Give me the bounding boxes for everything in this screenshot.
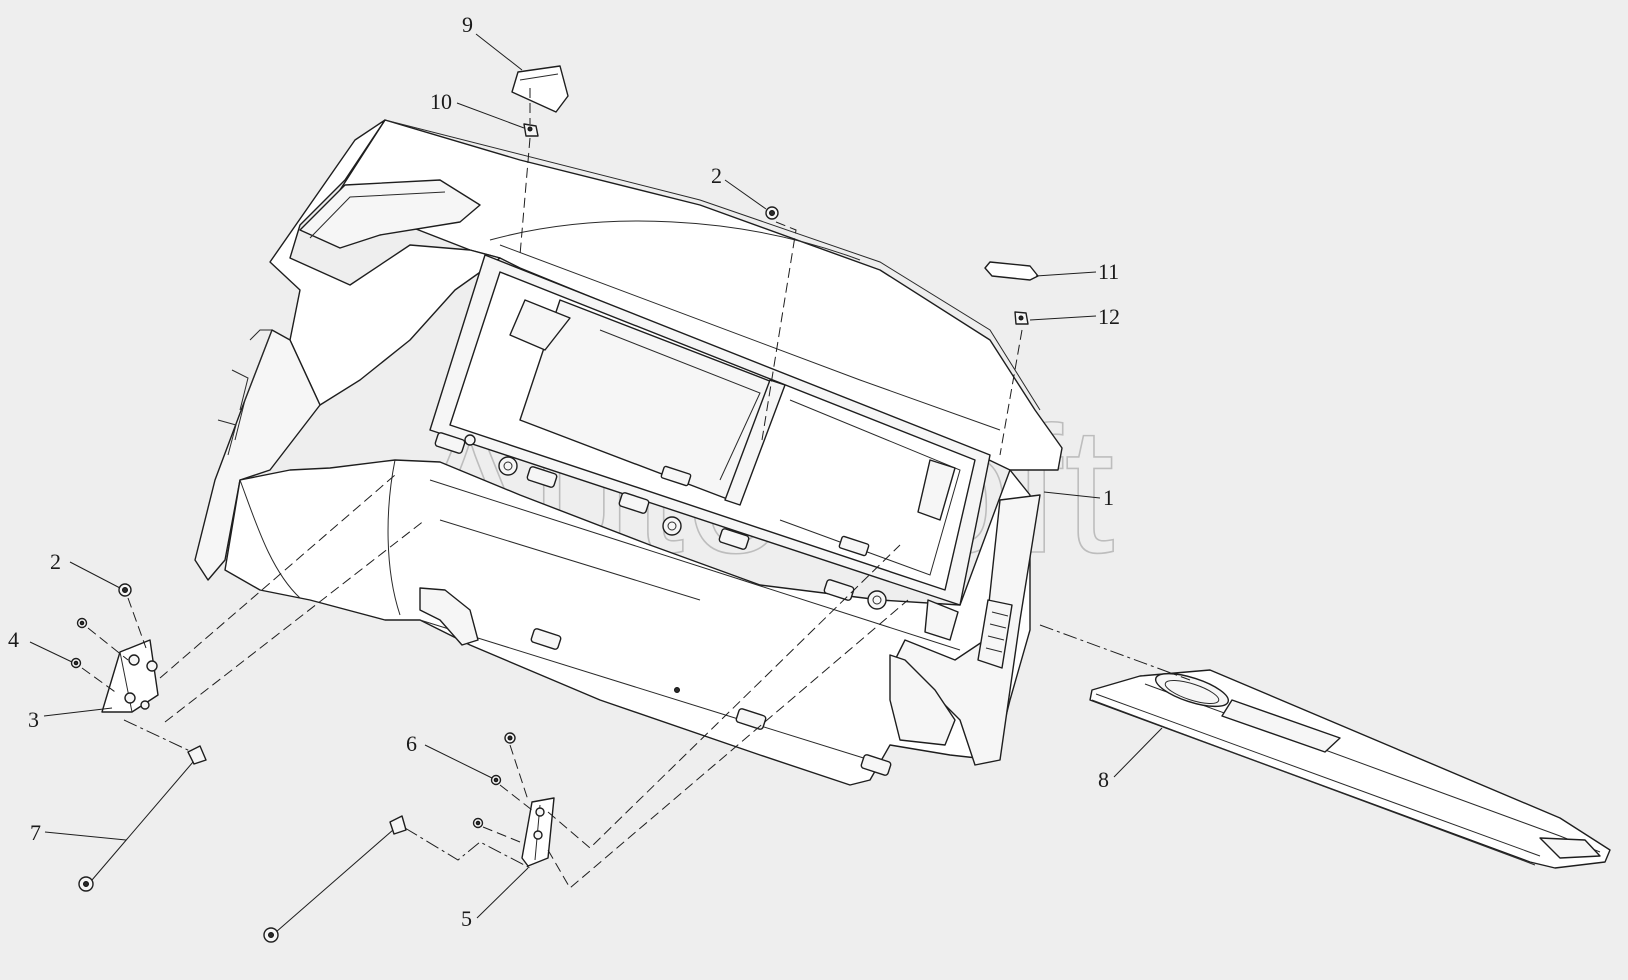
part-5-hinge-bracket bbox=[521, 797, 555, 867]
part-2-nut-lower bbox=[118, 583, 132, 597]
part-7-gas-strut bbox=[78, 745, 207, 892]
cup-holder-recess bbox=[1154, 672, 1230, 708]
callout-6: 6 bbox=[406, 731, 417, 756]
switch-blank bbox=[860, 754, 892, 776]
callout-8: 8 bbox=[1098, 767, 1109, 792]
dashboard-left-foot bbox=[419, 587, 479, 646]
callout-11: 11 bbox=[1098, 259, 1119, 284]
round-knob bbox=[464, 434, 476, 446]
switch-blank bbox=[434, 432, 466, 454]
callout-3: 3 bbox=[28, 707, 39, 732]
side-vent-grille bbox=[977, 599, 1013, 669]
leader-lines bbox=[29, 33, 1163, 919]
gas-strut-lower bbox=[263, 815, 407, 943]
switch-blank bbox=[530, 628, 562, 650]
callout-5: 5 bbox=[461, 906, 472, 931]
part-9-cover bbox=[511, 65, 569, 113]
part-6-bolt bbox=[472, 732, 516, 829]
part-1-dashboard-panel bbox=[194, 119, 1063, 786]
assembly-lines bbox=[81, 88, 1191, 889]
cluster-divider bbox=[724, 379, 786, 506]
callout-9: 9 bbox=[462, 12, 473, 37]
dashboard-left-wing bbox=[269, 119, 501, 406]
callout-2-upper: 2 bbox=[711, 163, 722, 188]
switch-blank bbox=[735, 708, 767, 730]
dashboard-right-foot bbox=[889, 654, 956, 746]
dashboard-upper-skin bbox=[339, 119, 1063, 471]
switch-blank bbox=[838, 535, 870, 557]
round-knob bbox=[867, 590, 887, 610]
round-knob bbox=[498, 456, 518, 476]
callout-labels: 9 10 2 11 12 1 2 4 3 7 6 5 8 bbox=[8, 12, 1120, 931]
switch-blank bbox=[618, 492, 650, 514]
part-3-hinge-bracket bbox=[101, 639, 159, 713]
callout-4: 4 bbox=[8, 627, 19, 652]
dashboard-left-vent bbox=[299, 179, 481, 249]
part-2-nut-upper bbox=[765, 206, 779, 220]
switch-blank bbox=[718, 528, 750, 550]
round-knob bbox=[662, 516, 682, 536]
switch-blank bbox=[660, 465, 692, 487]
part-11-cap bbox=[984, 261, 1039, 281]
part-12-clip bbox=[1014, 311, 1029, 325]
dashboard-left-column bbox=[194, 329, 321, 581]
switch-blank bbox=[526, 466, 558, 488]
callout-2-lower: 2 bbox=[50, 549, 61, 574]
part-8-cup-holder-tray bbox=[1089, 669, 1611, 869]
part-10-clip bbox=[523, 123, 539, 137]
callout-1: 1 bbox=[1103, 485, 1114, 510]
part-4-bolt bbox=[70, 617, 88, 669]
callout-10: 10 bbox=[430, 89, 452, 114]
callout-12: 12 bbox=[1098, 304, 1120, 329]
switch-blank bbox=[823, 579, 855, 601]
tray-slot bbox=[1221, 699, 1341, 753]
callout-7: 7 bbox=[30, 820, 41, 845]
